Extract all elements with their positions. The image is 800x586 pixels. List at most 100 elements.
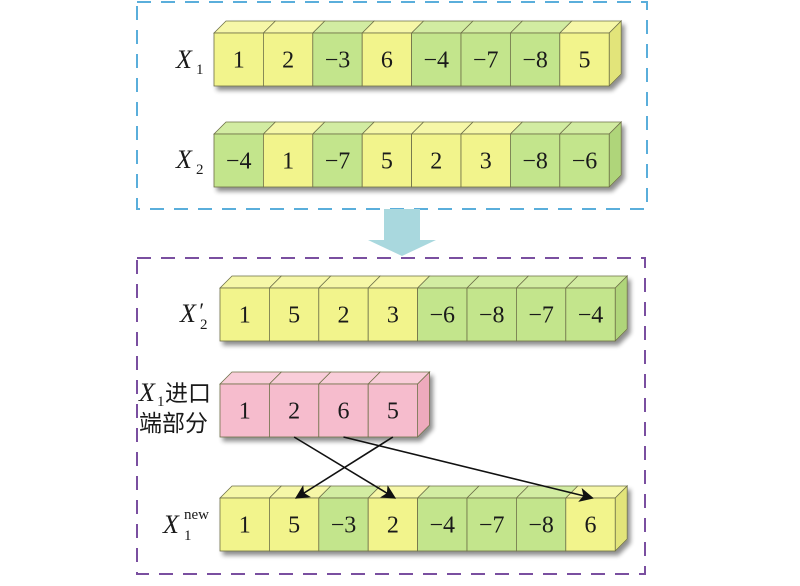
gene-cell <box>559 32 610 87</box>
gene-value: 6 <box>338 399 350 425</box>
gene-cell <box>417 287 468 342</box>
gene-value: −6 <box>572 149 598 175</box>
label-import-line2: 端部分 <box>139 411 208 437</box>
gene-cell <box>367 497 419 552</box>
row-end-side-face <box>608 121 622 188</box>
gene-cell <box>213 133 264 188</box>
gene-cell <box>466 497 517 552</box>
gene-value: 1 <box>239 303 251 329</box>
gene-value: 3 <box>480 149 492 175</box>
label-x1: X 1 <box>175 45 204 78</box>
label-x2-prime: X ′ 2 <box>179 298 208 333</box>
gene-value: 5 <box>387 399 399 425</box>
gene-value: 5 <box>381 149 393 175</box>
gene-cell <box>367 287 419 342</box>
gene-value: 2 <box>387 513 399 539</box>
gene-cell <box>516 497 567 552</box>
label-x2-subscript: 2 <box>196 162 204 178</box>
gene-cell <box>268 287 320 342</box>
gene-cell <box>509 133 561 188</box>
gene-cell <box>417 497 468 552</box>
gene-value: 6 <box>381 48 393 74</box>
gene-cell <box>312 32 363 87</box>
gene-value: 2 <box>430 149 442 175</box>
gene-cell <box>219 383 270 438</box>
label-x2-main: X <box>175 145 193 174</box>
row-end-side-face <box>417 371 431 438</box>
gene-value: 5 <box>288 513 300 539</box>
label-x2: X 2 <box>175 145 204 178</box>
gene-value: −4 <box>430 513 456 539</box>
gene-value: −4 <box>226 149 252 175</box>
mapping-arrow <box>294 436 394 499</box>
gene-value: −6 <box>430 303 456 329</box>
gene-cell <box>262 32 314 87</box>
row-end-side-face <box>614 485 628 552</box>
gene-value: −8 <box>528 513 554 539</box>
gene-cell <box>460 133 511 188</box>
gene-cell <box>411 32 462 87</box>
label-x1-new-main: X <box>162 510 180 539</box>
gene-cell <box>262 133 314 188</box>
gene-value: 3 <box>387 303 399 329</box>
mapping-arrow <box>343 436 594 502</box>
gene-cell <box>219 497 270 552</box>
label-x2-prime-main: X <box>179 299 197 328</box>
gene-cell <box>460 32 511 87</box>
label-x1-main: X <box>175 45 193 74</box>
chromosome-row-x1: 1 2 −3 6 −4 −7 −8 5 <box>213 20 623 87</box>
label-x1-subscript: 1 <box>196 62 204 78</box>
transition-arrow <box>368 209 436 256</box>
gene-value: −7 <box>473 48 499 74</box>
gene-value: 5 <box>288 303 300 329</box>
gene-cell <box>268 383 320 438</box>
row-end-side-face <box>608 20 622 87</box>
gene-cell <box>559 133 610 188</box>
label-import-subscript: 1 <box>157 394 165 410</box>
gene-cell <box>466 287 517 342</box>
chromosome-row-x1-new: 1 5 −3 2 −4 −7 −8 6 <box>219 485 629 552</box>
gene-cell <box>565 287 616 342</box>
label-x2-prime-subscript: 2 <box>200 317 208 333</box>
label-import-line1: 进口 <box>165 381 211 407</box>
label-x1-new-superscript: new <box>184 507 209 523</box>
gene-value: 2 <box>288 399 300 425</box>
gene-cell <box>318 497 369 552</box>
import-segment-row: 1 2 6 5 <box>219 371 431 438</box>
gene-value: −3 <box>331 513 357 539</box>
label-x1-new-subscript: 1 <box>184 528 192 544</box>
row-end-side-face <box>614 275 628 342</box>
label-x2-prime-mark: ′ <box>198 298 204 323</box>
gene-cell <box>312 133 363 188</box>
mapping-arrows <box>293 436 594 502</box>
gene-cell <box>361 32 413 87</box>
gene-value: 1 <box>239 399 251 425</box>
gene-value: 1 <box>233 48 245 74</box>
label-import-x: X <box>138 378 156 407</box>
label-x1-new: X new 1 <box>162 507 209 544</box>
gene-cell <box>411 133 462 188</box>
gene-cell <box>509 32 561 87</box>
gene-value: 1 <box>282 149 294 175</box>
gene-cell <box>318 383 369 438</box>
gene-value: 1 <box>239 513 251 539</box>
label-import-segment: X 1 进口 端部分 <box>138 378 211 437</box>
gene-cell <box>367 383 419 438</box>
gene-value: −4 <box>578 303 604 329</box>
gene-value: −7 <box>479 513 505 539</box>
gene-value: −4 <box>424 48 450 74</box>
gene-value: −8 <box>522 48 548 74</box>
gene-value: 2 <box>338 303 350 329</box>
gene-value: −7 <box>528 303 554 329</box>
offspring-construction-box <box>136 257 646 575</box>
gene-value: 2 <box>282 48 294 74</box>
gene-value: −7 <box>325 149 351 175</box>
gene-value: 6 <box>585 513 597 539</box>
gene-value: 5 <box>579 48 591 74</box>
chromosome-row-x2-prime: 1 5 2 3 −6 −8 −7 −4 <box>219 275 629 342</box>
gene-value: −3 <box>325 48 351 74</box>
gene-value: −8 <box>479 303 505 329</box>
gene-cell <box>268 497 320 552</box>
